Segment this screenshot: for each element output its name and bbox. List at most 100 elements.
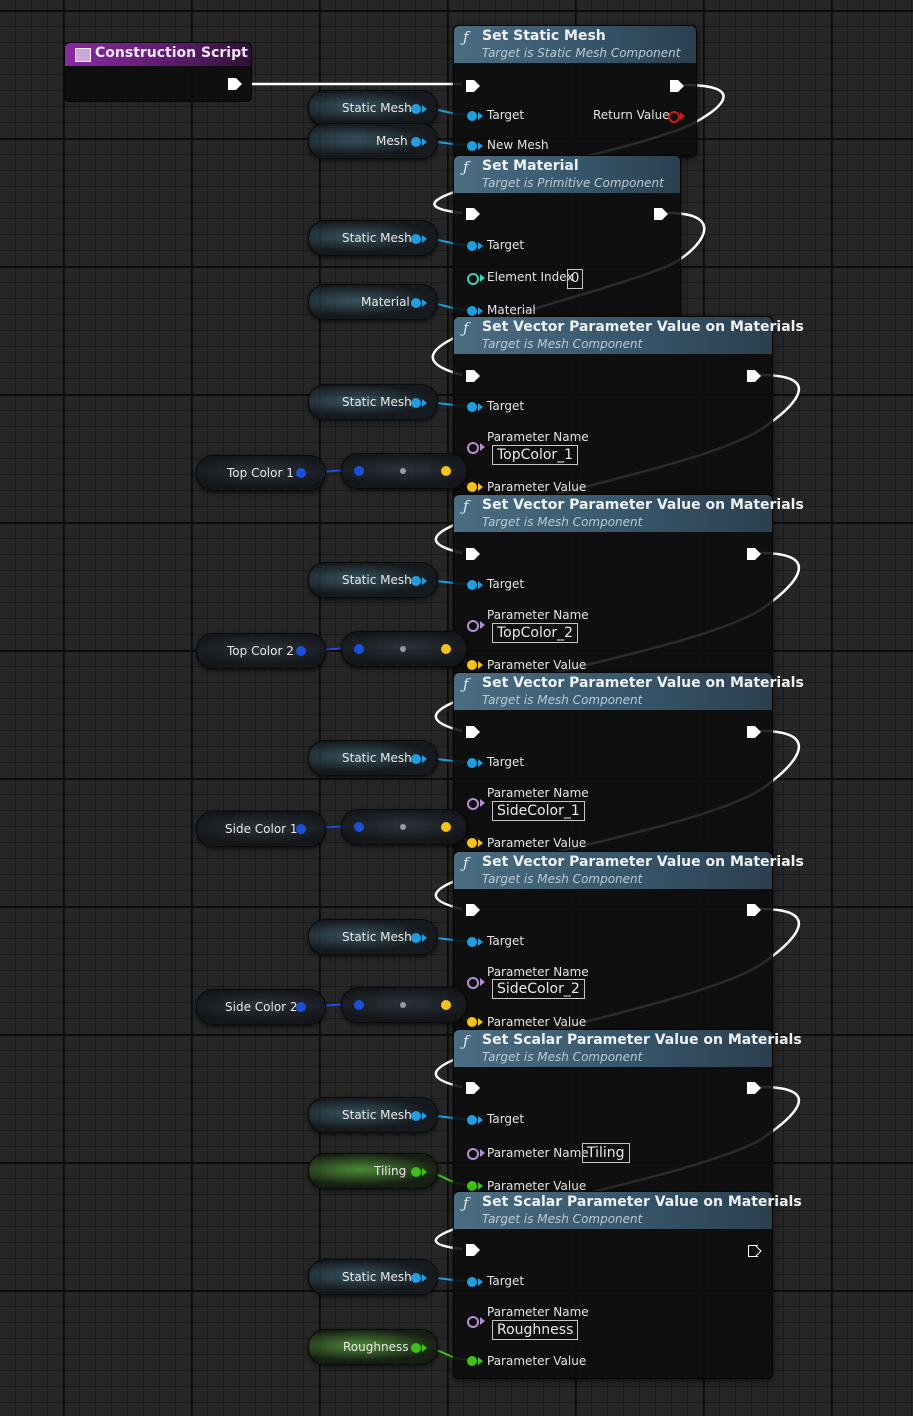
static-mesh-variable[interactable]: Static Mesh bbox=[308, 90, 438, 126]
tiling-variable[interactable]: Tiling bbox=[308, 1153, 438, 1189]
return-value-pin-icon[interactable] bbox=[668, 111, 680, 123]
variable-output-pin-icon[interactable] bbox=[411, 576, 421, 586]
variable-output-pin-icon[interactable] bbox=[411, 298, 421, 308]
variable-output-pin-icon[interactable] bbox=[411, 1343, 421, 1353]
top-color-1-variable[interactable]: Top Color 1 bbox=[196, 455, 326, 491]
target-pin-icon[interactable] bbox=[467, 241, 477, 251]
color-reroute-node[interactable] bbox=[341, 987, 467, 1023]
parameter-name-pin-icon[interactable] bbox=[467, 977, 479, 989]
element-index-pin-icon[interactable] bbox=[467, 273, 479, 285]
mesh-variable[interactable]: Mesh bbox=[308, 123, 438, 159]
new-mesh-pin-icon[interactable] bbox=[467, 141, 477, 151]
material-pin-icon[interactable] bbox=[467, 306, 477, 316]
parameter-name-field[interactable]: TopColor_2 bbox=[492, 623, 579, 643]
parameter-name-field[interactable]: Tiling bbox=[582, 1143, 630, 1163]
parameter-value-pin-icon[interactable] bbox=[467, 1356, 477, 1366]
function-icon: ƒ bbox=[463, 854, 469, 872]
node-title: Set Static Mesh bbox=[482, 28, 606, 44]
roughness-variable[interactable]: Roughness bbox=[308, 1329, 438, 1365]
parameter-name-field[interactable]: Roughness bbox=[492, 1320, 579, 1340]
parameter-value-pin-icon[interactable] bbox=[467, 838, 477, 848]
color-reroute-node[interactable] bbox=[341, 809, 467, 845]
top-color-2-variable[interactable]: Top Color 2 bbox=[196, 633, 326, 669]
variable-output-pin-icon[interactable] bbox=[296, 824, 306, 834]
set-scalar-param-node[interactable]: ƒ Set Scalar Parameter Value on Material… bbox=[453, 1191, 802, 1379]
variable-label: Tiling bbox=[374, 1164, 407, 1178]
variable-output-pin-icon[interactable] bbox=[411, 933, 421, 943]
static-mesh-variable[interactable]: Static Mesh bbox=[308, 740, 438, 776]
variable-output-pin-icon[interactable] bbox=[411, 1111, 421, 1121]
reroute-output-pin-icon[interactable] bbox=[441, 644, 451, 654]
reroute-input-pin-icon[interactable] bbox=[354, 1000, 364, 1010]
exec-out-unconnected-pin-icon[interactable] bbox=[748, 1245, 758, 1257]
variable-output-pin-icon[interactable] bbox=[296, 1002, 306, 1012]
reroute-input-pin-icon[interactable] bbox=[354, 822, 364, 832]
static-mesh-variable[interactable]: Static Mesh bbox=[308, 384, 438, 420]
parameter-value-label: Parameter Value bbox=[487, 836, 587, 850]
parameter-name-field[interactable]: SideColor_2 bbox=[492, 979, 585, 999]
target-pin-icon[interactable] bbox=[467, 580, 477, 590]
set-material-node[interactable]: ƒ Set Material Target is Primitive Compo… bbox=[453, 155, 681, 322]
element-index-field[interactable]: 0 bbox=[567, 269, 584, 289]
target-pin-icon[interactable] bbox=[467, 1277, 477, 1287]
variable-output-pin-icon[interactable] bbox=[411, 234, 421, 244]
function-icon: ƒ bbox=[463, 1194, 469, 1212]
node-header: ƒ Set Static Mesh Target is Static Mesh … bbox=[454, 26, 696, 63]
variable-output-pin-icon[interactable] bbox=[411, 137, 421, 147]
parameter-name-pin-icon[interactable] bbox=[467, 1148, 479, 1160]
variable-label: Static Mesh bbox=[342, 573, 412, 587]
target-pin-icon[interactable] bbox=[467, 111, 477, 121]
variable-output-pin-icon[interactable] bbox=[296, 468, 306, 478]
variable-output-pin-icon[interactable] bbox=[411, 1167, 421, 1177]
parameter-name-pin-icon[interactable] bbox=[467, 798, 479, 810]
set-static-mesh-node[interactable]: ƒ Set Static Mesh Target is Static Mesh … bbox=[453, 25, 697, 157]
reroute-output-pin-icon[interactable] bbox=[441, 1000, 451, 1010]
variable-output-pin-icon[interactable] bbox=[411, 104, 421, 114]
parameter-value-pin-icon[interactable] bbox=[467, 482, 477, 492]
static-mesh-variable[interactable]: Static Mesh bbox=[308, 562, 438, 598]
construction-script-node[interactable]: Construction Script bbox=[64, 42, 252, 102]
side-color-2-variable[interactable]: Side Color 2 bbox=[196, 989, 326, 1025]
static-mesh-variable[interactable]: Static Mesh bbox=[308, 919, 438, 955]
set-vector-param-node[interactable]: ƒ Set Vector Parameter Value on Material… bbox=[453, 316, 804, 500]
target-label: Target bbox=[487, 1274, 525, 1288]
side-color-1-variable[interactable]: Side Color 1 bbox=[196, 811, 326, 847]
reroute-input-pin-icon[interactable] bbox=[354, 644, 364, 654]
pin-arrow-icon bbox=[478, 1278, 483, 1286]
static-mesh-variable[interactable]: Static Mesh bbox=[308, 1259, 438, 1295]
reroute-output-pin-icon[interactable] bbox=[441, 466, 451, 476]
parameter-value-pin-icon[interactable] bbox=[467, 1181, 477, 1191]
static-mesh-variable[interactable]: Static Mesh bbox=[308, 220, 438, 256]
color-reroute-node[interactable] bbox=[341, 631, 467, 667]
target-pin-icon[interactable] bbox=[467, 937, 477, 947]
parameter-name-field[interactable]: TopColor_1 bbox=[492, 445, 579, 465]
parameter-name-label: Parameter Name bbox=[487, 430, 589, 444]
variable-output-pin-icon[interactable] bbox=[296, 646, 306, 656]
parameter-name-pin-icon[interactable] bbox=[467, 442, 479, 454]
set-vector-param-node[interactable]: ƒ Set Vector Parameter Value on Material… bbox=[453, 494, 804, 678]
static-mesh-variable[interactable]: Static Mesh bbox=[308, 1097, 438, 1133]
variable-label: Static Mesh bbox=[342, 930, 412, 944]
variable-output-pin-icon[interactable] bbox=[411, 398, 421, 408]
target-pin-icon[interactable] bbox=[467, 1115, 477, 1125]
parameter-value-pin-icon[interactable] bbox=[467, 1017, 477, 1027]
node-subtitle: Target is Mesh Component bbox=[482, 515, 643, 529]
parameter-name-field[interactable]: SideColor_1 bbox=[492, 801, 585, 821]
target-pin-icon[interactable] bbox=[467, 402, 477, 412]
set-vector-param-node[interactable]: ƒ Set Vector Parameter Value on Material… bbox=[453, 672, 804, 856]
target-pin-icon[interactable] bbox=[467, 758, 477, 768]
parameter-name-pin-icon[interactable] bbox=[467, 620, 479, 632]
variable-label: Top Color 1 bbox=[227, 466, 294, 480]
material-variable[interactable]: Material bbox=[308, 284, 438, 320]
reroute-output-pin-icon[interactable] bbox=[441, 822, 451, 832]
set-scalar-param-node[interactable]: ƒ Set Scalar Parameter Value on Material… bbox=[453, 1029, 802, 1199]
set-vector-param-node[interactable]: ƒ Set Vector Parameter Value on Material… bbox=[453, 851, 804, 1035]
pin-arrow-icon bbox=[478, 483, 483, 491]
variable-output-pin-icon[interactable] bbox=[411, 1273, 421, 1283]
parameter-name-pin-icon[interactable] bbox=[467, 1316, 479, 1328]
color-reroute-node[interactable] bbox=[341, 453, 467, 489]
pin-arrow-icon bbox=[480, 1149, 485, 1157]
reroute-input-pin-icon[interactable] bbox=[354, 466, 364, 476]
variable-output-pin-icon[interactable] bbox=[411, 754, 421, 764]
parameter-value-pin-icon[interactable] bbox=[467, 660, 477, 670]
